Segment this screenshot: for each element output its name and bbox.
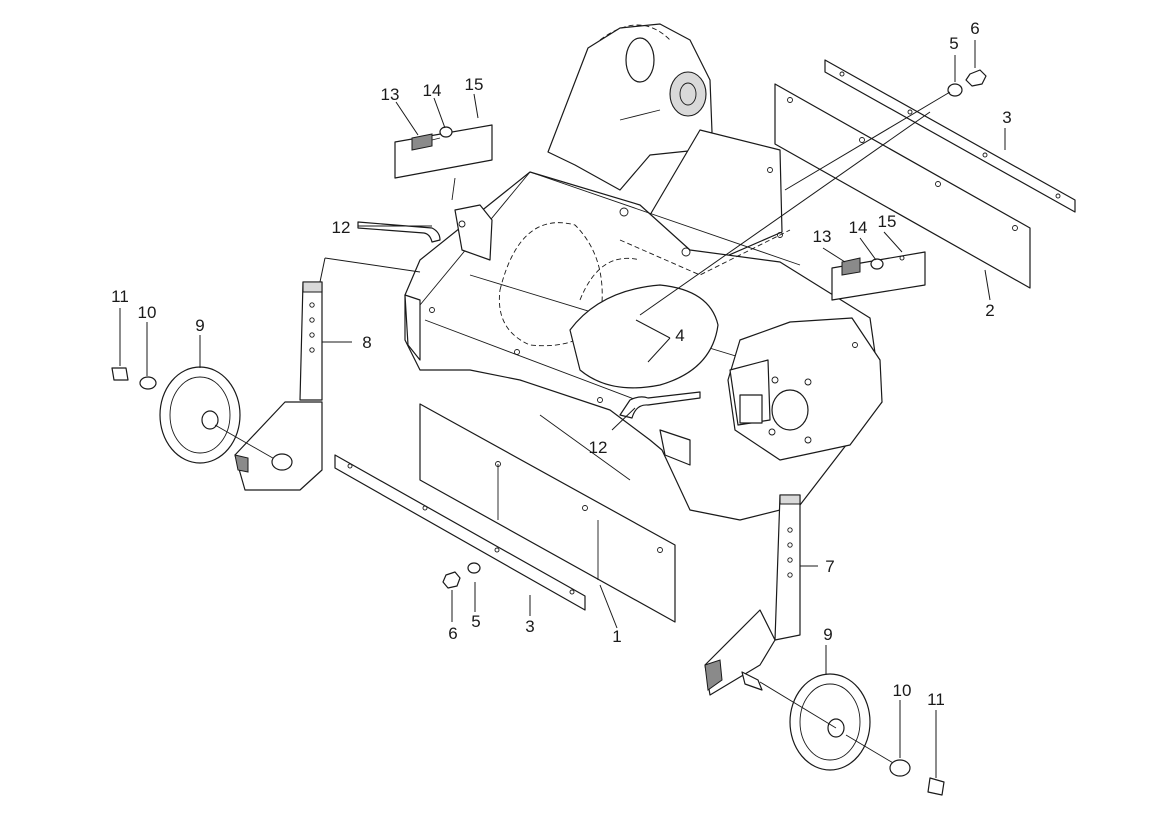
right-depth-wheel-assembly: [704, 494, 945, 796]
spring-latch-hardware: [357, 124, 926, 419]
callout-14: 14: [849, 218, 868, 237]
front-skirt-assembly: [334, 403, 676, 623]
callout-15: 15: [465, 75, 484, 94]
callout-11: 11: [927, 690, 945, 709]
callout-2: 2: [985, 301, 994, 320]
left-depth-wheel-assembly: [111, 281, 323, 491]
rear-skirt-assembly: [774, 59, 1076, 289]
leader-lines: [119, 40, 1006, 778]
main-housing: [404, 23, 883, 521]
callout-15: 15: [878, 212, 897, 231]
callout-10: 10: [138, 303, 157, 322]
callout-1: 1: [612, 627, 621, 646]
callout-11: 11: [111, 287, 129, 306]
callout-13: 13: [381, 85, 400, 104]
callout-13: 13: [813, 227, 832, 246]
callout-10: 10: [893, 681, 912, 700]
callout-4: 4: [675, 326, 684, 345]
callout-12: 12: [332, 218, 351, 237]
callout-3: 3: [1002, 108, 1011, 127]
callout-7: 7: [825, 557, 834, 576]
callout-8: 8: [362, 333, 371, 352]
callout-6: 6: [970, 19, 979, 38]
callout-5: 5: [471, 612, 480, 631]
callout-3: 3: [525, 617, 534, 636]
callout-labels: 1 2 3 3 4 5 5 6 6 7 8 9 9 10 10 11 11 12…: [111, 19, 1012, 709]
callout-12: 12: [589, 438, 608, 457]
callout-9: 9: [823, 625, 832, 644]
callout-6: 6: [448, 624, 457, 643]
callout-9: 9: [195, 316, 204, 335]
callout-5: 5: [949, 34, 958, 53]
callout-14: 14: [423, 81, 442, 100]
